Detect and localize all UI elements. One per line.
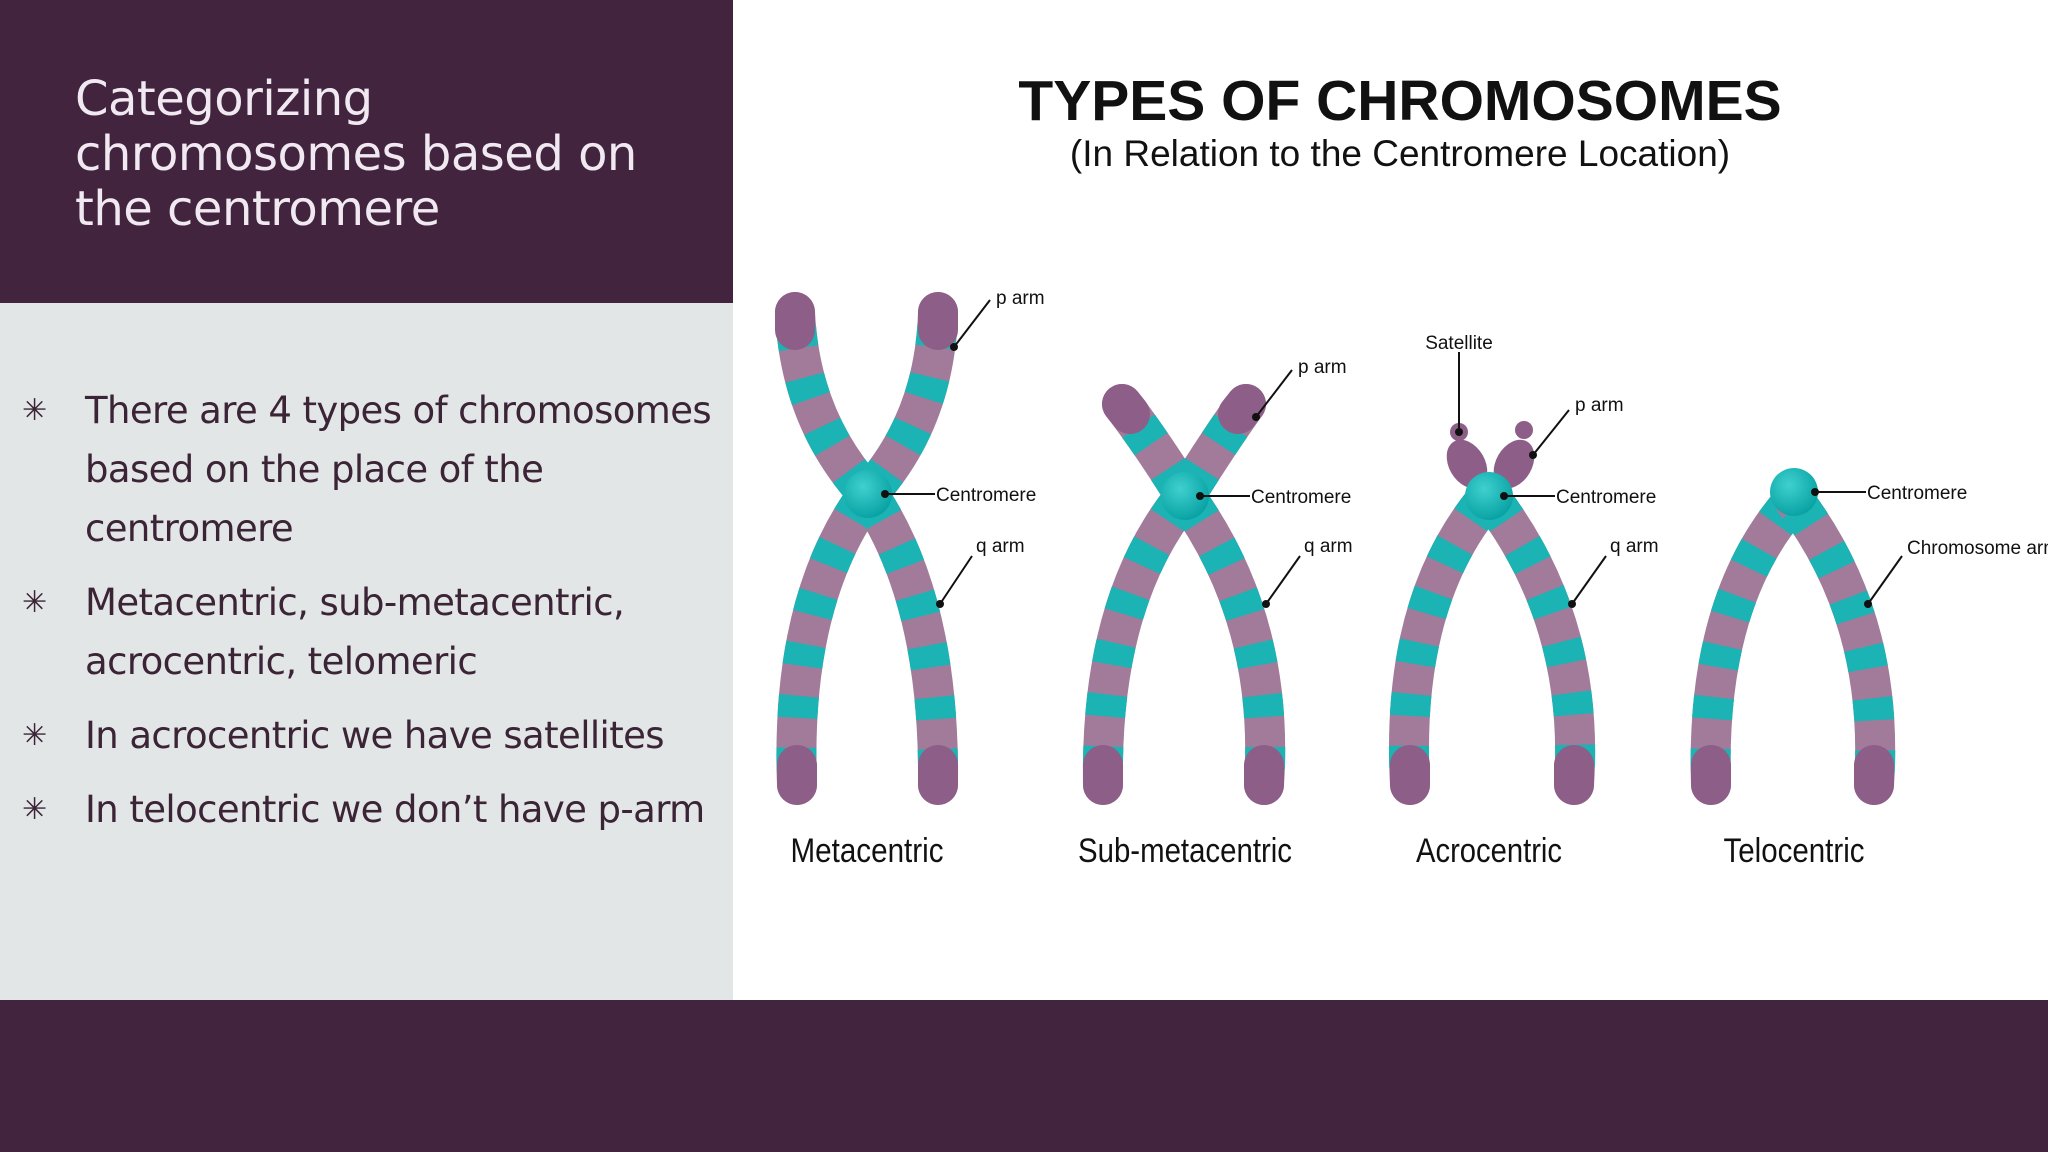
bullet-item: ✳ Metacentric, sub-metacentric, acrocentr… — [0, 573, 720, 691]
centromere — [1770, 468, 1818, 516]
content-panel — [0, 303, 733, 1000]
centromere-label: Centromere — [1867, 483, 1967, 504]
bullet-item: ✳ In acrocentric we have satellites — [0, 706, 720, 765]
metacentric-chromosome: p arm Centromere q arm Metacentric — [775, 288, 1045, 870]
centromere — [1465, 472, 1513, 520]
footer-band — [0, 1000, 2048, 1152]
bullet-text: In telocentric we don’t have p-arm — [85, 788, 705, 831]
p-arm-label: p arm — [996, 288, 1045, 309]
type-name: Metacentric — [791, 832, 944, 870]
chromosome-arms — [775, 292, 959, 805]
sub-metacentric-chromosome: p arm Centromere q arm Sub-metacentric — [1078, 357, 1353, 870]
centromere-label: Centromere — [936, 485, 1036, 506]
chromosome-arms — [1690, 480, 1896, 805]
figure-heading: TYPES OF CHROMOSOMES — [1018, 69, 1781, 133]
chromosome-figure: TYPES OF CHROMOSOMES (In Relation to the… — [733, 0, 2048, 1000]
bullet-list: ✳ There are 4 types of chromosomes based … — [0, 381, 720, 854]
centromere-label: Centromere — [1251, 487, 1351, 508]
type-name: Acrocentric — [1416, 832, 1562, 870]
chromosome-diagram: TYPES OF CHROMOSOMES (In Relation to the… — [775, 69, 2048, 870]
asterisk-icon: ✳ — [22, 718, 47, 753]
centromere — [844, 470, 892, 518]
figure-subheading: (In Relation to the Centromere Location) — [1070, 133, 1730, 174]
bullet-text: There are 4 types of chromosomes based o… — [85, 389, 712, 550]
asterisk-icon: ✳ — [22, 792, 47, 827]
acrocentric-chromosome: Satellite p arm Centromere q arm Acrocen… — [1389, 333, 1659, 870]
telocentric-chromosome: Centromere Chromosome arm Telocentric — [1690, 468, 2048, 870]
asterisk-icon: ✳ — [22, 393, 47, 428]
bullet-text: In acrocentric we have satellites — [85, 714, 665, 757]
bullet-item: ✳ In telocentric we don’t have p-arm — [0, 780, 720, 839]
bullet-item: ✳ There are 4 types of chromosomes based … — [0, 381, 720, 558]
satellite-label: Satellite — [1425, 333, 1493, 354]
chromosome-arm-label: Chromosome arm — [1907, 538, 2048, 559]
slide-title: Categorizing chromosomes based on the ce… — [75, 71, 637, 237]
q-arm-label: q arm — [1610, 536, 1659, 557]
p-arm-label: p arm — [1575, 395, 1624, 416]
type-name: Telocentric — [1724, 832, 1865, 870]
type-name: Sub-metacentric — [1078, 832, 1292, 870]
centromere-label: Centromere — [1556, 487, 1656, 508]
asterisk-icon: ✳ — [22, 585, 47, 620]
p-arm-label: p arm — [1298, 357, 1347, 378]
bullet-text: Metacentric, sub-metacentric, acrocentri… — [85, 581, 625, 683]
satellite — [1515, 421, 1533, 439]
q-arm-label: q arm — [1304, 536, 1353, 557]
centromere — [1161, 472, 1209, 520]
p-arm — [1493, 439, 1535, 489]
chromosome-arms — [1082, 384, 1286, 805]
title-panel: Categorizing chromosomes based on the ce… — [0, 0, 733, 303]
q-arm-label: q arm — [976, 536, 1025, 557]
chromosome-arms — [1389, 476, 1596, 805]
